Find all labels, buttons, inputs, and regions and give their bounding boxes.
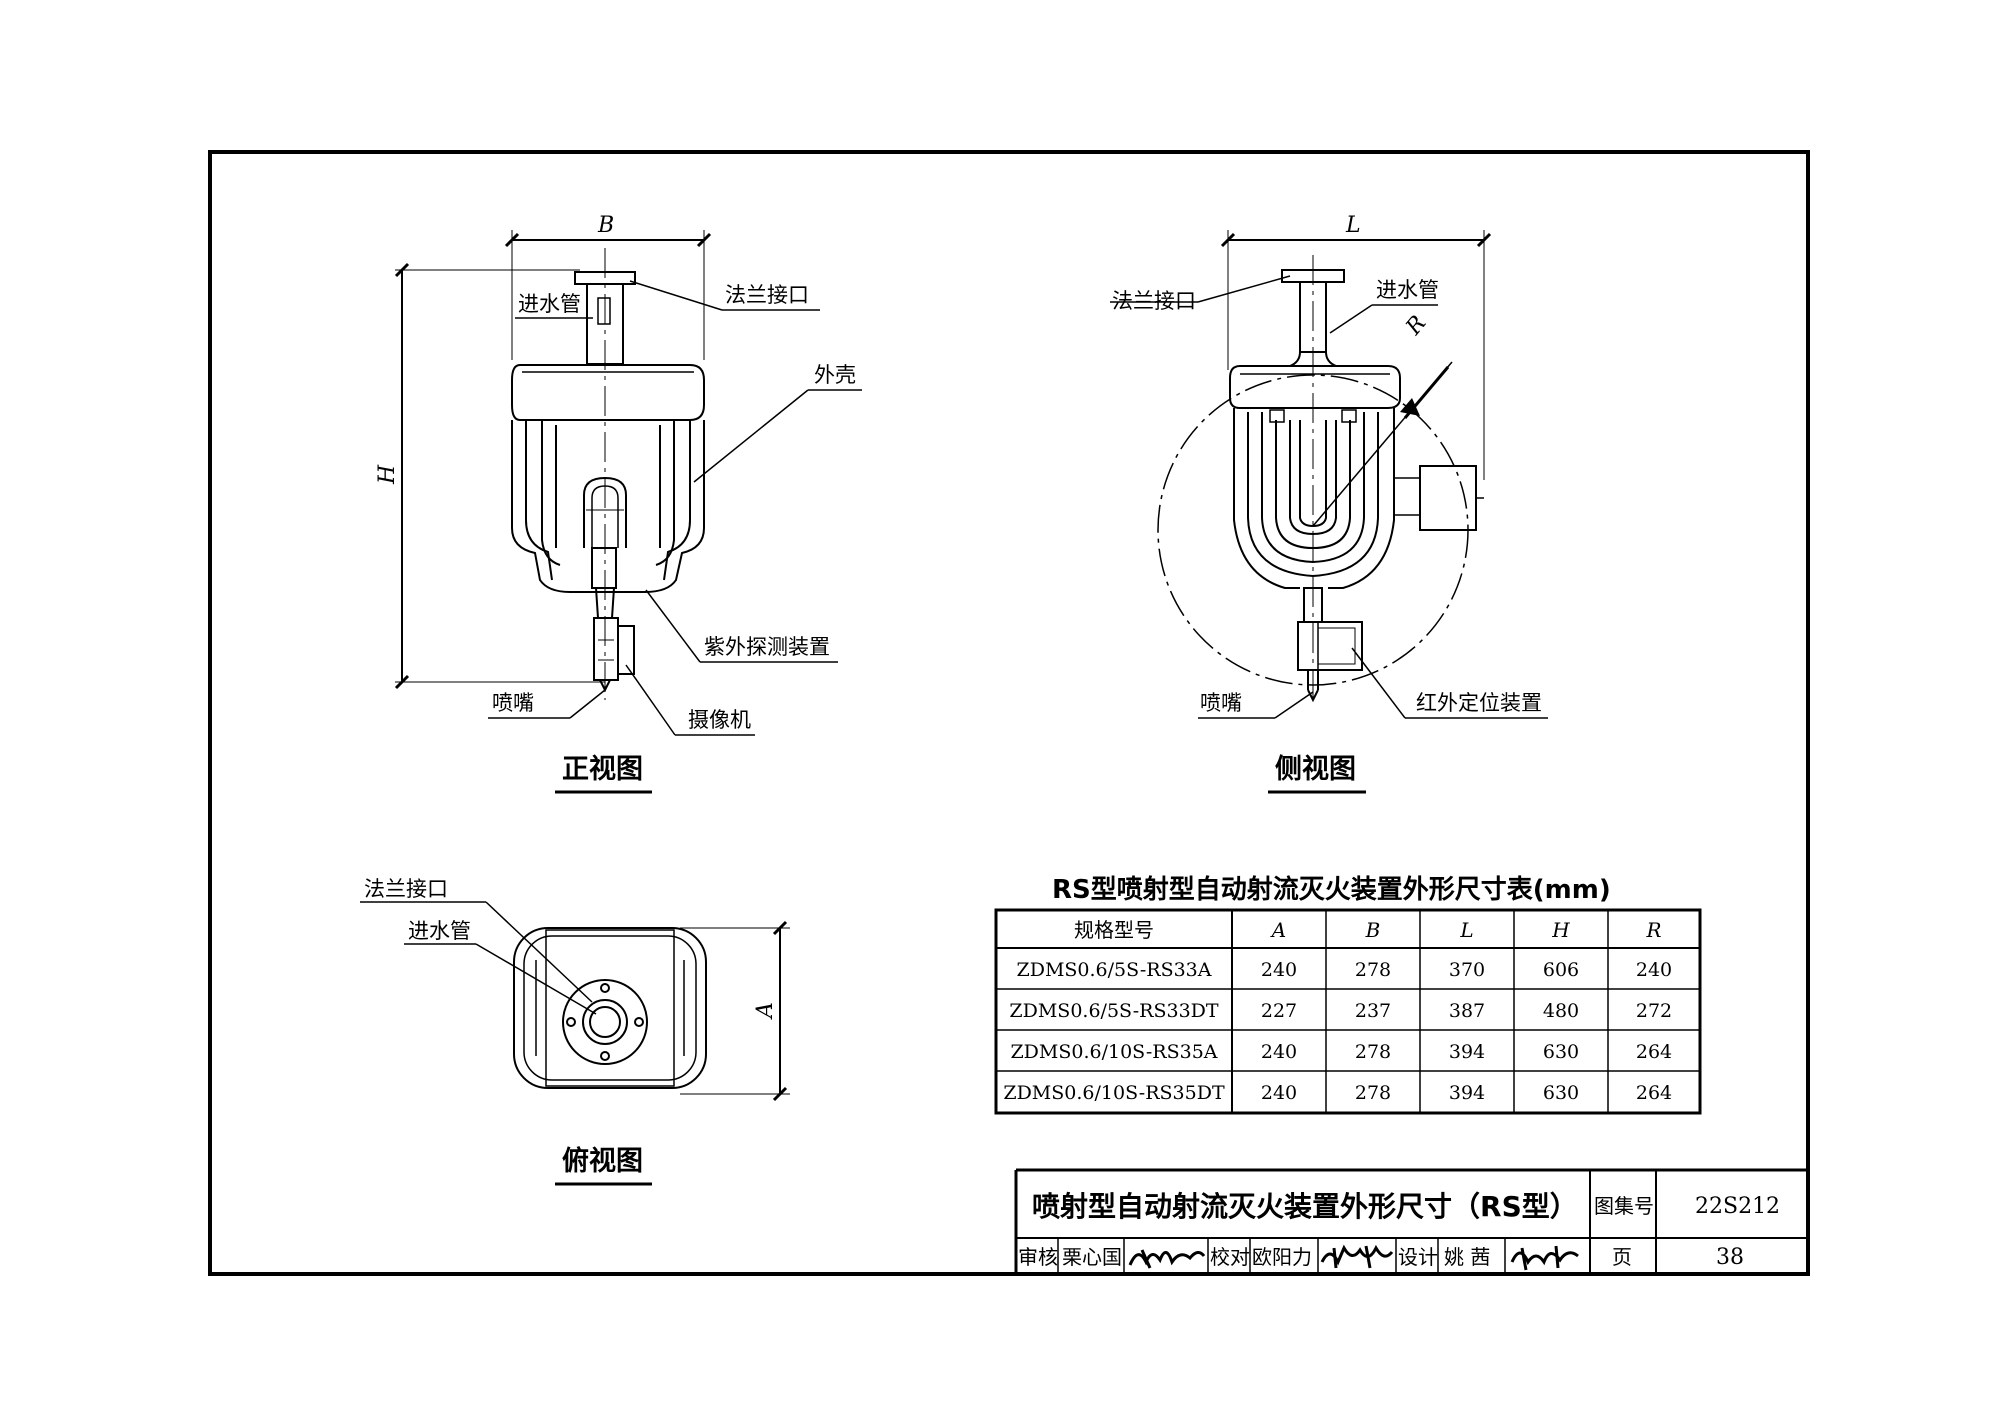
front-label-inlet-pipe: 进水管 bbox=[518, 292, 581, 316]
table-header-l: L bbox=[1459, 918, 1473, 942]
side-dim-r: R bbox=[1401, 311, 1431, 341]
title-block-checker: 欧阳力 bbox=[1252, 1245, 1312, 1269]
table-cell: 227 bbox=[1261, 1000, 1297, 1022]
table-row: ZDMS0.6/10S-RS35DT 240 278 394 630 264 bbox=[1003, 1082, 1672, 1104]
front-view bbox=[394, 230, 862, 736]
table-cell: 370 bbox=[1449, 959, 1485, 981]
title-block-atlas-label: 图集号 bbox=[1594, 1194, 1654, 1218]
table-cell: 272 bbox=[1636, 1000, 1672, 1022]
side-view bbox=[1110, 230, 1548, 719]
table-cell: 394 bbox=[1449, 1041, 1485, 1063]
top-label-flange: 法兰接口 bbox=[364, 877, 448, 901]
side-label-inlet-pipe: 进水管 bbox=[1376, 278, 1439, 302]
front-label-uv-detector: 紫外探测装置 bbox=[704, 635, 830, 659]
table-header-a: A bbox=[1270, 918, 1286, 942]
top-view bbox=[360, 901, 790, 1102]
table-cell: 237 bbox=[1355, 1000, 1391, 1022]
table-row: ZDMS0.6/5S-RS33A 240 278 370 606 240 bbox=[1017, 959, 1673, 981]
title-block-page-label: 页 bbox=[1612, 1245, 1632, 1269]
table-cell: 240 bbox=[1261, 1082, 1297, 1104]
table-header-h: H bbox=[1551, 918, 1570, 942]
front-dim-h: H bbox=[375, 464, 400, 485]
drawing-frame bbox=[208, 150, 1810, 1276]
front-view-title: 正视图 bbox=[562, 754, 643, 785]
side-label-nozzle: 喷嘴 bbox=[1200, 691, 1242, 715]
top-dim-a: A bbox=[753, 1002, 778, 1020]
table-cell: 606 bbox=[1543, 959, 1579, 981]
front-label-flange: 法兰接口 bbox=[725, 283, 809, 307]
table-cell: ZDMS0.6/10S-RS35A bbox=[1010, 1041, 1217, 1063]
table-header-r: R bbox=[1645, 918, 1661, 942]
table-cell: 240 bbox=[1261, 1041, 1297, 1063]
table-cell: 278 bbox=[1355, 1041, 1391, 1063]
side-label-ir-locator: 红外定位装置 bbox=[1416, 691, 1542, 715]
table-cell: 394 bbox=[1449, 1082, 1485, 1104]
table-cell: 480 bbox=[1543, 1000, 1579, 1022]
dimension-table-title: RS型喷射型自动射流灭火装置外形尺寸表(mm) bbox=[1052, 874, 1611, 905]
title-block-design-label: 设计 bbox=[1398, 1245, 1438, 1269]
table-cell: ZDMS0.6/10S-RS35DT bbox=[1003, 1082, 1225, 1104]
table-row: ZDMS0.6/5S-RS33DT 227 237 387 480 272 bbox=[1009, 1000, 1672, 1022]
table-cell: 278 bbox=[1355, 1082, 1391, 1104]
table-cell: 264 bbox=[1636, 1041, 1672, 1063]
title-block-designer: 姚 茜 bbox=[1444, 1245, 1490, 1269]
top-label-inlet-pipe: 进水管 bbox=[408, 919, 471, 943]
title-block-title: 喷射型自动射流灭火装置外形尺寸（RS型） bbox=[1032, 1190, 1578, 1223]
title-block-check-label: 校对 bbox=[1210, 1245, 1250, 1269]
table-row: ZDMS0.6/10S-RS35A 240 278 394 630 264 bbox=[1010, 1041, 1672, 1063]
table-cell: 387 bbox=[1449, 1000, 1485, 1022]
table-cell: ZDMS0.6/5S-RS33A bbox=[1017, 959, 1212, 981]
dimension-table-header: 规格型号 A B L H R bbox=[1074, 918, 1662, 942]
title-block-reviewer: 栗心国 bbox=[1062, 1245, 1122, 1269]
side-dim-l: L bbox=[1345, 213, 1361, 238]
table-cell: 264 bbox=[1636, 1082, 1672, 1104]
side-view-title: 侧视图 bbox=[1275, 754, 1356, 785]
table-cell: 630 bbox=[1543, 1041, 1579, 1063]
table-cell: 240 bbox=[1636, 959, 1672, 981]
designer-signature bbox=[1510, 1245, 1579, 1271]
front-dim-b: B bbox=[597, 213, 614, 238]
checker-signature bbox=[1320, 1244, 1394, 1269]
table-cell: 278 bbox=[1355, 959, 1391, 981]
title-block-review-label: 审核 bbox=[1018, 1245, 1058, 1269]
table-cell: 240 bbox=[1261, 959, 1297, 981]
title-block bbox=[1014, 1168, 1808, 1274]
front-label-camera: 摄像机 bbox=[688, 708, 751, 732]
title-block-page-no: 38 bbox=[1716, 1245, 1744, 1270]
dimension-table bbox=[994, 908, 1702, 1115]
reviewer-signature bbox=[1128, 1249, 1206, 1269]
front-label-nozzle: 喷嘴 bbox=[492, 691, 534, 715]
side-label-flange: 法兰接口 bbox=[1112, 289, 1196, 313]
table-header-model: 规格型号 bbox=[1074, 918, 1154, 942]
table-header-b: B bbox=[1365, 918, 1381, 942]
table-cell: 630 bbox=[1543, 1082, 1579, 1104]
front-label-shell: 外壳 bbox=[814, 363, 856, 387]
title-block-atlas-no: 22S212 bbox=[1695, 1194, 1780, 1219]
table-cell: ZDMS0.6/5S-RS33DT bbox=[1009, 1000, 1218, 1022]
top-view-title: 俯视图 bbox=[562, 1145, 643, 1177]
